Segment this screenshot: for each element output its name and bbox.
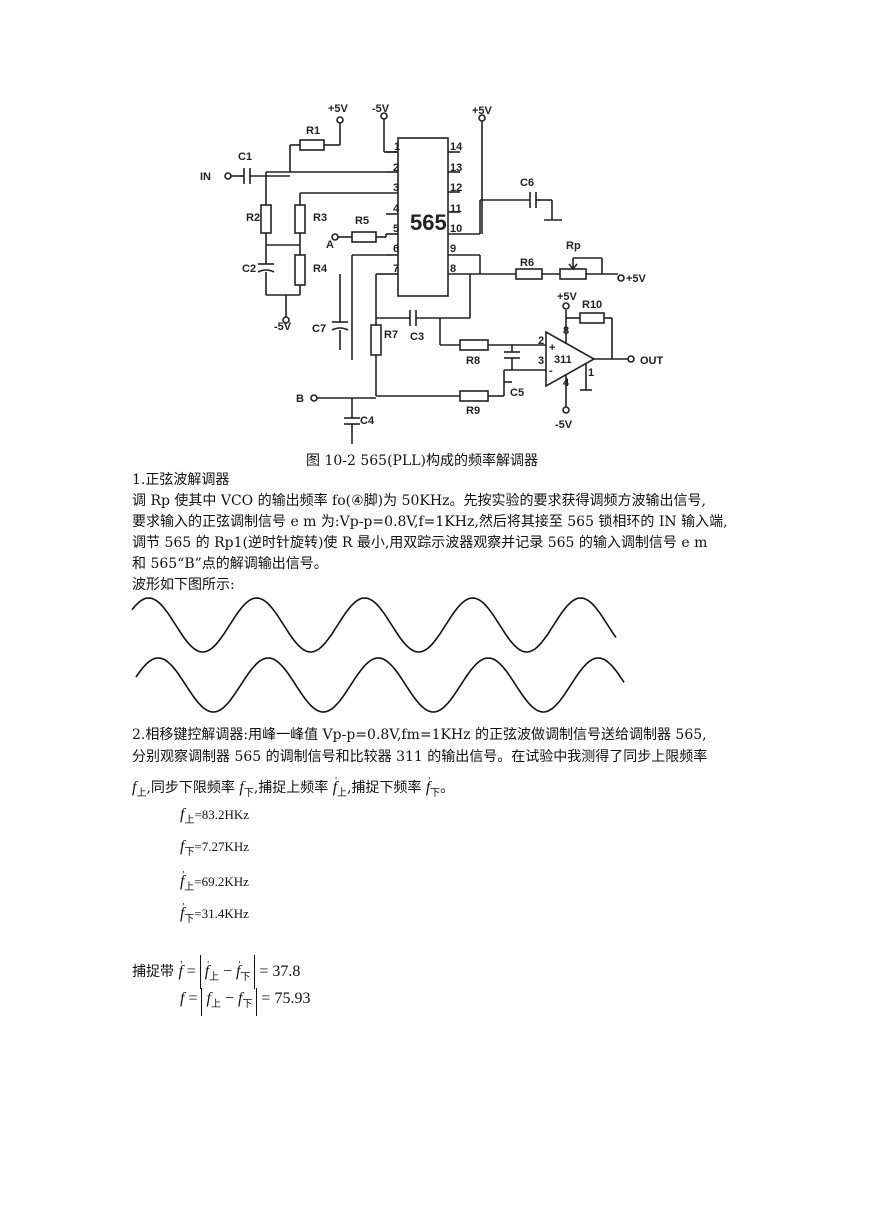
wave-caption: 波形如下图所示: [132,577,235,593]
svg-text:5: 5 [393,223,399,235]
svg-text:4: 4 [393,203,400,215]
measurement-f-capture-up: f'上=69.2KHz [180,870,249,893]
svg-text:C1: C1 [238,151,252,163]
svg-text:7: 7 [393,263,399,275]
svg-text:Rp: Rp [566,240,581,252]
svg-text:C2: C2 [242,263,256,275]
svg-text:8: 8 [563,325,569,337]
section2-line3: f上,同步下限频率 f下,捕捉上频率 f'上,捕捉下频率 f'下。 [132,776,455,799]
svg-text:1: 1 [394,141,400,153]
svg-text:+5V: +5V [328,103,349,115]
svg-text:R5: R5 [355,215,369,227]
svg-text:-: - [549,365,553,377]
svg-text:11: 11 [450,203,462,215]
capture-label: 捕捉带 [132,964,174,980]
measurement-f-down: f下=7.27KHz [180,838,250,858]
svg-text:IN: IN [200,171,211,183]
svg-text:12: 12 [450,182,462,194]
svg-text:A: A [326,239,334,251]
svg-text:+: + [549,342,555,354]
capture-band-equation: f' = f'上 − f'下 = 37.8 [178,955,300,989]
figure-caption: 图 10-2 565(PLL)构成的频率解调器 [306,453,539,469]
svg-text:R7: R7 [384,329,398,341]
svg-text:R10: R10 [582,299,602,311]
section2-para-line: 2.相移键控解调器:用峰一峰值 Vp-p=0.8V,fm=1KHz 的正弦波做调… [132,727,707,743]
svg-text:-5V: -5V [372,103,390,115]
svg-text:311: 311 [554,354,572,366]
svg-text:9: 9 [450,243,456,255]
section2-para-line: 分别观察调制器 565 的调制信号和比较器 311 的输出信号。在试验中我测得了… [132,749,708,765]
input-modulation-wave [131,597,617,653]
chip-565-body [397,137,449,297]
svg-text:R4: R4 [313,263,328,275]
section1-para-line: 和 565“B”点的解调输出信号。 [132,556,328,572]
svg-text:6: 6 [393,243,399,255]
svg-text:C3: C3 [410,331,424,343]
svg-text:2: 2 [393,162,399,174]
measurement-f-capture-down: f'下=31.4KHz [180,902,249,925]
svg-text:R2: R2 [246,212,260,224]
svg-text:+5V: +5V [557,291,578,303]
svg-text:C4: C4 [360,415,375,427]
svg-text:3: 3 [538,355,544,367]
svg-text:R6: R6 [520,257,534,269]
svg-text:C6: C6 [520,177,534,189]
svg-text:OUT: OUT [640,355,664,367]
svg-text:R8: R8 [466,355,480,367]
svg-text:+5V: +5V [626,273,647,285]
svg-text:-5V: -5V [274,321,292,333]
svg-text:2: 2 [538,335,544,347]
svg-text:8: 8 [450,263,456,275]
waveform-plot [131,597,625,713]
svg-text:14: 14 [450,141,463,153]
svg-text:3: 3 [393,182,399,194]
svg-text:10: 10 [450,223,462,235]
svg-text:13: 13 [450,162,462,174]
demodulated-output-wave [135,657,625,713]
chip-label: 565 [410,210,447,235]
capture-band-line: 捕捉带 f' = f'上 − f'下 = 37.8 [132,955,300,989]
svg-text:C7: C7 [312,323,326,335]
section1-para-line: 调节 565 的 Rp1(逆时针旋转)使 R 最小,用双踪示波器观察并记录 56… [132,535,708,551]
section1-para-line: 调 Rp 使其中 VCO 的输出频率 fo(④脚)为 50KHz。先按实验的要求… [132,493,706,509]
measurement-f-up: f上=83.2HKz [180,806,250,826]
svg-text:B: B [296,393,304,405]
svg-text:R9: R9 [466,405,480,417]
svg-text:-5V: -5V [555,419,573,431]
svg-text:+5V: +5V [472,105,493,117]
svg-text:1: 1 [588,367,594,379]
svg-text:R1: R1 [306,125,320,137]
svg-text:4: 4 [563,377,570,389]
section1-title: 1.正弦波解调器 [132,472,230,488]
svg-text:C5: C5 [510,387,524,399]
section1-para-line: 要求输入的正弦调制信号 e m 为:Vp-p=0.8V,f=1KHz,然后将其接… [132,514,728,530]
svg-text:R3: R3 [313,212,327,224]
lock-band-equation: f = f上 − f下 = 75.93 [180,988,310,1016]
